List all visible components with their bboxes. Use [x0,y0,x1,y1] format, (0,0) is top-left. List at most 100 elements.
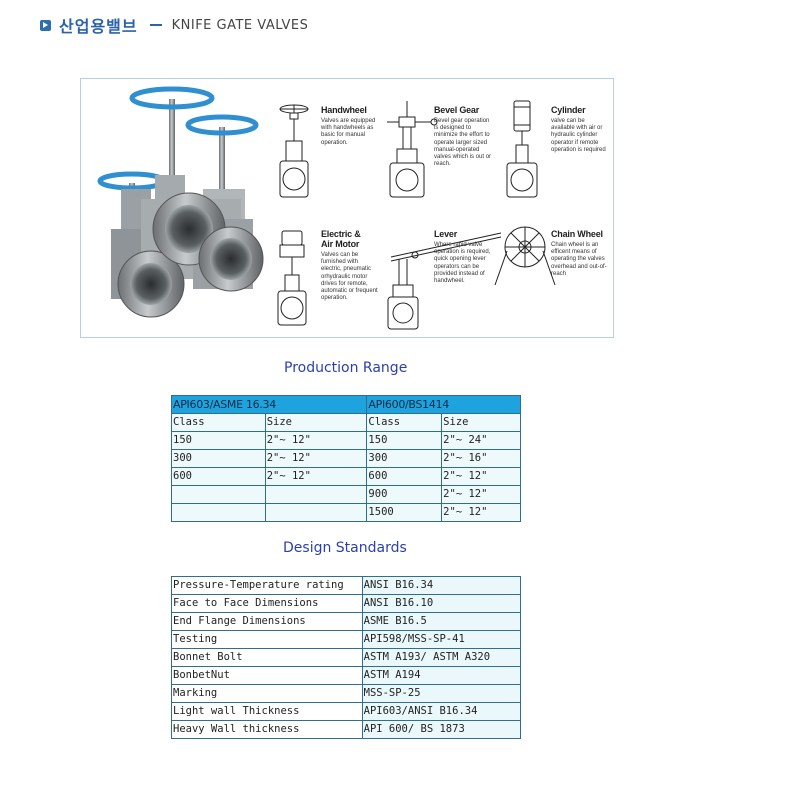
standard-name: Bonnet Bolt [171,648,363,667]
page-title-english: KNIFE GATE VALVES [171,17,309,33]
arrow-right-icon [40,19,51,31]
electric-motor-schematic [277,230,307,326]
standard-value: ASME B16.5 [361,612,522,631]
standard-name: Face to Face Dimensions [171,594,363,613]
operator-description: Chain wheel is an efficent means of oper… [551,242,607,277]
operator-title: Bevel Gear [434,105,480,115]
standard-name: Marking [171,684,363,703]
table-subheader-row: Class Size Class Size [171,413,521,432]
valve-illustration-graphic [97,86,556,330]
operator-title: Chain Wheel [551,229,603,239]
operator-description: Valves are equipped with handwheels as b… [321,118,376,146]
page-header: 산업용밸브 KNIFE GATE VALVES [40,14,308,36]
standard-name: End Flange Dimensions [171,612,363,631]
operator-description: valve can be available with air or hydra… [551,118,606,153]
operator-title-line2: Air Motor [321,239,360,249]
standard-value: ANSI B16.34 [361,576,522,595]
table-cell: 2"~ 24" [441,431,521,450]
group-header-api603: API603/ASME 16.34 [170,395,368,414]
standard-value: ANSI B16.10 [361,594,522,613]
table-cell: 2"~ 12" [441,503,521,522]
table-cell [171,485,266,504]
table-row: 900 2"~ 12" [171,485,521,504]
table-cell: 2"~ 16" [441,449,521,468]
table-cell: 2"~ 12" [264,449,368,468]
operator-handwheel: Handwheel Valves are equipped with handw… [321,105,379,147]
table-row: 300 2"~ 12" 300 2"~ 16" [171,449,521,468]
handwheel-icon [97,171,167,191]
operator-title: Cylinder [551,105,586,115]
table-cell: 2"~ 12" [441,467,521,486]
column-header-class: Class [366,413,443,432]
bevel-gear-schematic [387,101,438,198]
chain-wheel-schematic [494,226,556,286]
standard-value: API598/MSS-SP-41 [361,630,522,649]
table-cell: 600 [366,467,443,486]
standard-value: MSS-SP-25 [361,684,522,703]
operator-lever: Lever Where rapid valve operation is req… [434,229,492,285]
table-cell [171,503,266,522]
valve-stem [169,99,175,179]
production-range-title: Production Range [284,360,408,376]
column-header-size: Size [441,413,521,432]
column-header-size: Size [264,413,368,432]
valve-operators-illustration: Handwheel Valves are equipped with handw… [80,78,614,338]
operator-title: Electric & [321,229,361,239]
handwheel-icon [129,86,215,110]
standard-name: Light wall Thickness [171,702,363,721]
operator-description: Valves can be furnished with electric, p… [321,252,378,302]
operator-bevel-gear: Bevel Gear Bevel gear operation is desig… [434,105,492,168]
operator-electric-air-motor: Electric & Air Motor Valves can be furni… [321,229,379,302]
standard-name: Testing [171,630,363,649]
group-header-api600: API600/BS1414 [366,395,521,414]
table-header-row: API603/ASME 16.34 API600/BS1414 [170,395,521,414]
cylinder-schematic [506,100,538,198]
handwheel-icon [185,114,259,136]
standard-value: API 600/ BS 1873 [361,720,522,739]
table-cell: 300 [366,449,443,468]
standard-name: Pressure-Temperature rating [171,576,363,595]
operator-description: Where rapid valve operation is required,… [434,242,491,285]
table-cell: 900 [366,485,443,504]
table-cell: 2"~ 12" [264,431,368,450]
table-cell: 1500 [366,503,443,522]
table-cell [264,485,368,504]
table-row: 150 2"~ 12" 150 2"~ 24" [171,431,521,450]
operator-chain-wheel: Chain Wheel Chain wheel is an efficent m… [551,229,609,278]
table-cell: 600 [171,467,266,486]
handwheel-schematic [279,104,309,198]
operator-title: Handwheel [321,105,367,115]
standard-value: API603/ANSI B16.34 [361,702,522,721]
table-cell: 2"~ 12" [264,467,368,486]
table-cell: 300 [171,449,266,468]
column-header-class: Class [171,413,266,432]
page-title-korean: 산업용밸브 [59,17,138,36]
standard-name: BonbetNut [171,666,363,685]
table-row: 600 2"~ 12" 600 2"~ 12" [171,467,521,486]
operator-cylinder: Cylinder valve can be available with air… [551,105,609,154]
production-range-table: API603/ASME 16.34 API600/BS1414 Class Si… [170,395,521,522]
table-cell: 150 [366,431,443,450]
table-cell [264,503,368,522]
table-cell: 150 [171,431,266,450]
table-row: 1500 2"~ 12" [171,503,521,522]
standard-value: ASTM A193/ ASTM A320 [361,648,522,667]
design-standards-title: Design Standards [283,540,407,556]
operator-description: Bevel gear operation is designed to mini… [434,118,492,168]
standard-value: ASTM A194 [361,666,522,685]
operator-title: Lever [434,229,458,239]
standard-name: Heavy Wall thickness [171,720,363,739]
table-cell: 2"~ 12" [441,485,521,504]
lever-schematic [387,232,502,330]
title-divider [149,24,162,26]
